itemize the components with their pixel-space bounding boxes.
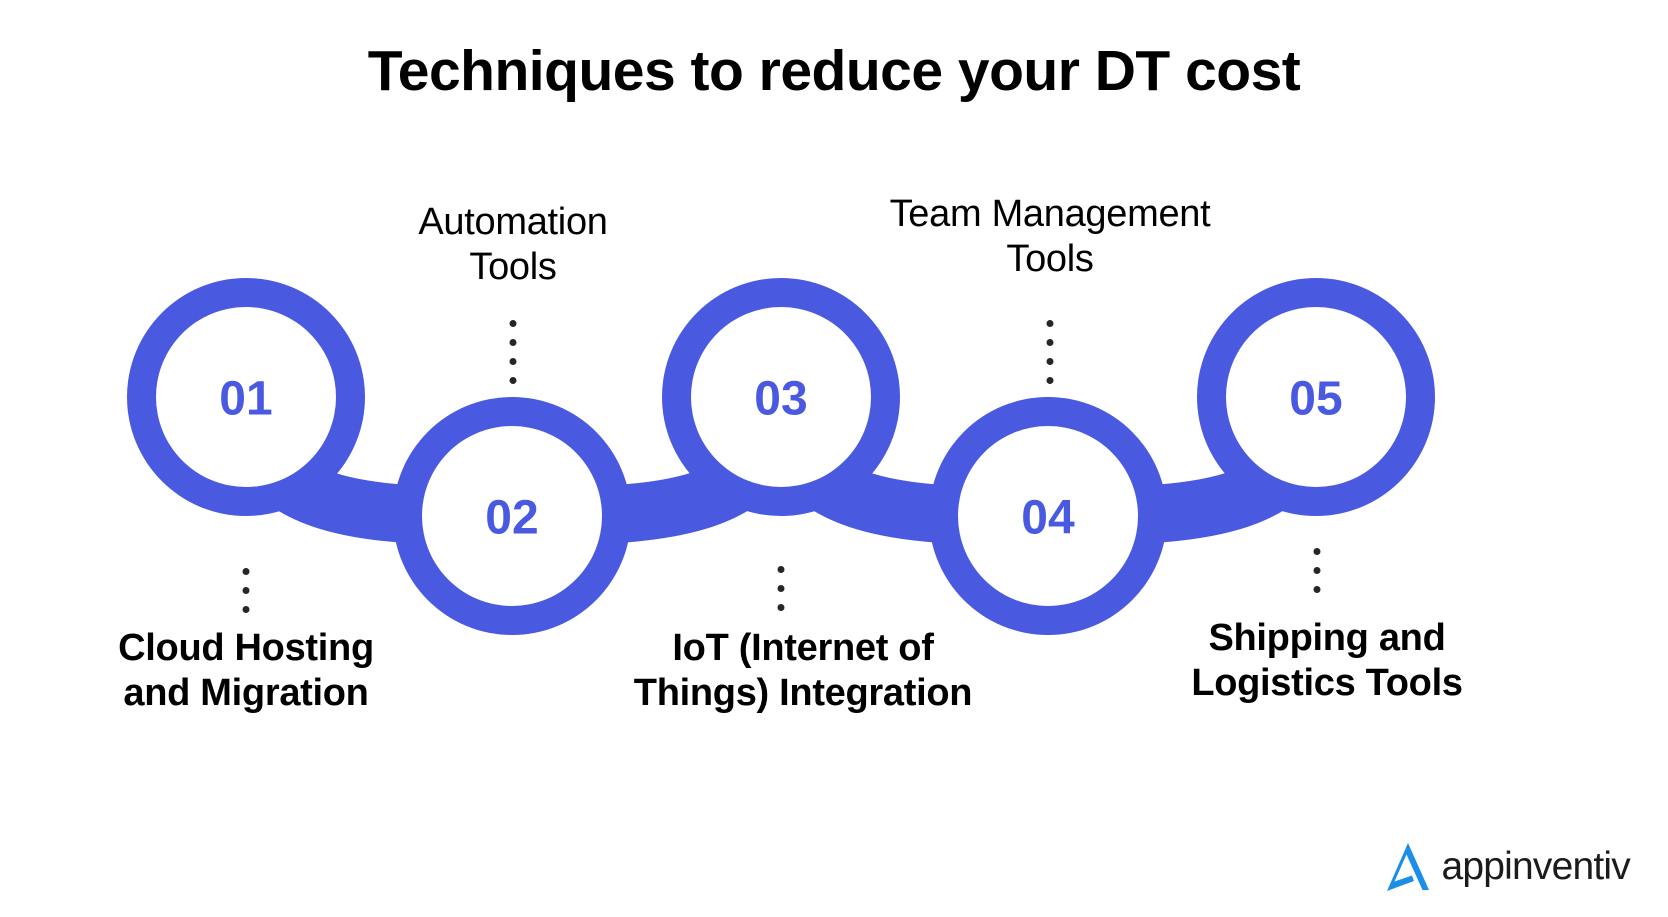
step-number-05: 05 xyxy=(1289,372,1343,426)
step-label-01: Cloud Hosting and Migration xyxy=(118,627,374,714)
leader-dots-02 xyxy=(509,320,517,384)
leader-dot xyxy=(509,358,517,365)
a-arrow-mark-icon xyxy=(1387,843,1430,891)
leader-dot xyxy=(777,566,785,573)
step-number-04: 04 xyxy=(1021,491,1075,545)
leader-dot xyxy=(509,320,517,327)
step-number-03: 03 xyxy=(754,372,808,426)
leader-dot xyxy=(1313,567,1321,574)
leader-dot xyxy=(242,568,250,575)
leader-dots-03 xyxy=(777,566,785,611)
leader-dot xyxy=(1046,339,1054,346)
step-number-02: 02 xyxy=(485,491,539,545)
leader-dot xyxy=(509,339,517,346)
logo-wordmark: appinventiv xyxy=(1441,844,1630,888)
leader-dot xyxy=(1046,358,1054,365)
appinventiv-logo: appinventiv xyxy=(1379,837,1631,895)
leader-dot xyxy=(1046,377,1054,384)
step-number-01: 01 xyxy=(219,372,273,426)
page-title: Techniques to reduce your DT cost xyxy=(367,39,1301,103)
step-label-02: Automation Tools xyxy=(418,201,608,288)
step-label-04: Team Management Tools xyxy=(889,193,1211,280)
leader-dot xyxy=(1313,586,1321,593)
leader-dot xyxy=(1313,548,1321,555)
step-label-05: Shipping and Logistics Tools xyxy=(1191,617,1463,704)
leader-dot xyxy=(1046,320,1054,327)
leader-dot xyxy=(509,377,517,384)
leader-dot xyxy=(777,585,785,592)
leader-dots-01 xyxy=(242,568,250,613)
leader-dot xyxy=(242,606,250,613)
leader-dot xyxy=(242,587,250,594)
leader-dots-05 xyxy=(1313,548,1321,593)
step-label-03: IoT (Internet of Things) Integration xyxy=(633,627,973,714)
leader-dot xyxy=(777,604,785,611)
leader-dots-04 xyxy=(1046,320,1054,384)
